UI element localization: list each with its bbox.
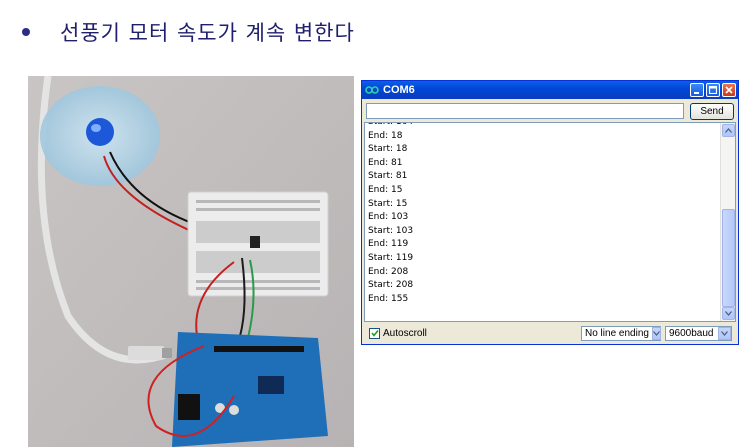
baud-rate-select[interactable]: 9600baud [665,325,732,341]
serial-output-line: Start: 208 [368,280,414,291]
chevron-down-icon [725,311,732,316]
autoscroll-checkbox[interactable] [369,327,380,339]
arduino-app-icon [365,85,379,95]
autoscroll-label: Autoscroll [383,327,427,339]
checkmark-icon [370,330,379,337]
send-button[interactable]: Send [690,102,734,120]
serial-output-line: End: 155 [368,293,409,304]
send-input[interactable] [366,103,684,119]
serial-output-line: Start: 164 [368,122,414,127]
serial-output-line: Start: 81 [368,171,408,182]
arduino-fan-photo [28,76,354,447]
line-ending-dropdown-button[interactable] [651,326,661,340]
slide-title: 선풍기 모터 속도가 계속 변한다 [60,21,355,45]
window-titlebar[interactable]: COM6 [362,81,738,99]
close-button[interactable] [722,83,736,97]
serial-output-line: Start: 15 [368,198,408,209]
minimize-button[interactable] [690,83,704,97]
baud-rate-value: 9600baud [669,327,714,339]
serial-statusbar: Autoscroll No line ending 9600baud [364,324,736,342]
slide-title-row: 선풍기 모터 속도가 계속 변한다 [22,14,355,50]
bullet-icon [22,28,30,36]
chevron-down-icon [652,330,660,336]
vertical-scrollbar[interactable] [720,123,735,321]
serial-output-line: Start: 18 [368,144,408,155]
line-ending-value: No line ending [585,327,649,339]
close-icon [725,86,733,94]
send-toolbar: Send [362,99,738,123]
minimize-icon [694,92,699,94]
serial-output-line: End: 18 [368,130,403,141]
baud-rate-dropdown-button[interactable] [718,326,731,340]
serial-output-line: End: 103 [368,212,409,223]
chevron-down-icon [721,330,728,336]
maximize-button[interactable] [706,83,720,97]
serial-output-line: End: 208 [368,266,409,277]
serial-output-line: Start: 103 [368,225,414,236]
line-ending-select[interactable]: No line ending [581,325,661,341]
scroll-up-button[interactable] [722,124,735,137]
chevron-up-icon [725,128,732,133]
window-title: COM6 [383,84,415,96]
scroll-down-button[interactable] [722,307,735,320]
serial-output-line: End: 119 [368,239,409,250]
serial-output-line: Start: 119 [368,252,414,263]
maximize-icon [709,86,717,94]
scroll-thumb[interactable] [722,209,735,307]
serial-output-line: End: 15 [368,184,403,195]
serial-output-line: End: 81 [368,157,403,168]
